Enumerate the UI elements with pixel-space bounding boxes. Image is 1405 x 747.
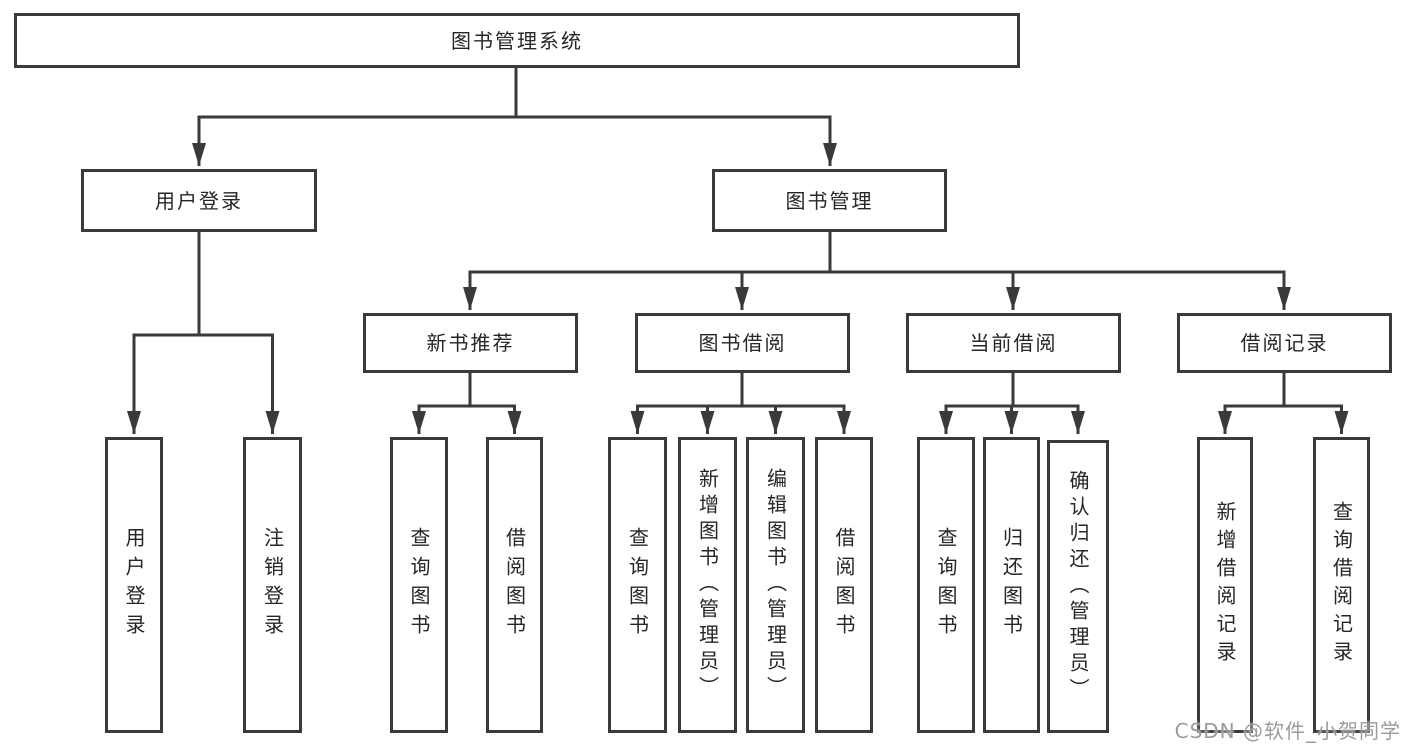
node-library-system: 图书管理系统	[14, 13, 1020, 68]
node-current-borrow: 当前借阅	[906, 313, 1121, 373]
csdn-watermark: CSDN @软件_小贺同学	[1174, 719, 1401, 743]
leaf-confirm-return-admin: 确认归还（管理员）	[1047, 440, 1109, 733]
leaf-recommend-borrow-books: 借阅图书	[486, 437, 543, 733]
node-book-borrow: 图书借阅	[635, 313, 850, 373]
leaf-recommend-query-books: 查询图书	[390, 437, 448, 733]
leaf-query-borrow-record: 查询借阅记录	[1313, 437, 1370, 733]
leaf-borrow-borrow-books: 借阅图书	[815, 437, 873, 733]
leaf-current-query-books: 查询图书	[917, 437, 975, 733]
leaf-return-books: 归还图书	[983, 437, 1040, 733]
node-book-management: 图书管理	[712, 169, 947, 232]
leaf-add-borrow-record: 新增借阅记录	[1197, 437, 1253, 733]
node-borrow-records: 借阅记录	[1177, 313, 1392, 373]
leaf-add-books-admin: 新增图书（管理员）	[678, 437, 737, 733]
node-new-book-recommend: 新书推荐	[363, 313, 578, 373]
node-user-login: 用户登录	[81, 169, 317, 232]
leaf-borrow-query-books: 查询图书	[608, 437, 667, 733]
leaf-user-login: 用户登录	[105, 437, 163, 733]
connector-skeleton	[132, 68, 1343, 408]
leaf-edit-books-admin: 编辑图书（管理员）	[746, 437, 805, 733]
leaf-logout-login: 注销登录	[243, 437, 302, 733]
